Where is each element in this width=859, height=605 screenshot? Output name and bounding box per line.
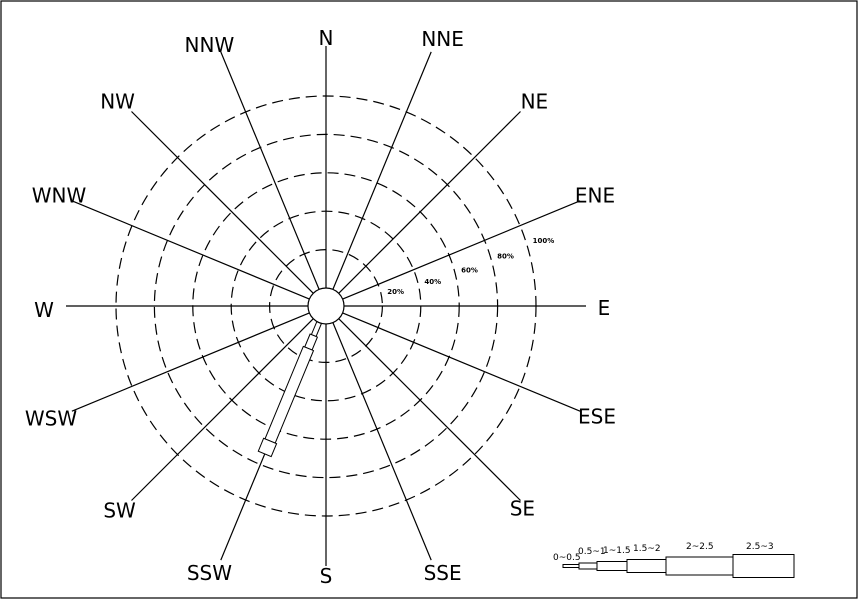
spoke-wsw xyxy=(71,312,310,412)
legend-box-4 xyxy=(626,559,667,573)
ring-label-100: 100% xyxy=(533,237,555,245)
legend-label-1: 0~0.5 xyxy=(553,553,581,563)
direction-label-sw: SW xyxy=(103,498,136,522)
direction-label-nw: NW xyxy=(100,90,135,114)
petal-segment-3 xyxy=(264,345,315,444)
direction-label-wnw: WNW xyxy=(32,183,87,207)
direction-label-nne: NNE xyxy=(421,27,464,51)
spoke-sw xyxy=(131,318,314,501)
ring-label-40: 40% xyxy=(424,278,441,286)
legend-box-5 xyxy=(665,556,734,576)
direction-label-s: S xyxy=(320,564,333,588)
spoke-sse xyxy=(332,322,432,561)
ring-label-80: 80% xyxy=(497,253,514,261)
legend-label-3: 1~1.5 xyxy=(603,546,631,556)
legend-label-4: 1.5~2 xyxy=(633,544,661,554)
legend-box-3 xyxy=(596,561,628,571)
direction-label-ssw: SSW xyxy=(187,561,232,585)
spoke-nnw xyxy=(220,51,320,290)
direction-label-ne: NE xyxy=(521,90,549,114)
direction-spokes xyxy=(66,46,586,566)
wind-petal xyxy=(257,321,323,458)
legend-label-6: 2.5~3 xyxy=(746,542,774,552)
spoke-se xyxy=(338,318,521,501)
direction-label-nnw: NNW xyxy=(185,33,235,57)
direction-label-ene: ENE xyxy=(575,183,615,207)
spoke-nw xyxy=(131,111,314,294)
legend-label-2: 0.5~1 xyxy=(578,547,606,557)
spoke-ene xyxy=(342,200,581,300)
spoke-nne xyxy=(332,51,432,290)
spoke-ese xyxy=(342,312,581,412)
direction-label-n: N xyxy=(319,26,334,50)
calm-center-circle xyxy=(307,287,345,325)
direction-label-se: SE xyxy=(510,496,535,520)
petal-segment-1 xyxy=(310,321,323,338)
percent-ring-labels: 20% 40% 60% 80% 100% xyxy=(387,237,554,296)
direction-label-wsw: WSW xyxy=(25,407,77,431)
legend-label-5: 2~2.5 xyxy=(686,542,714,552)
legend-box-1 xyxy=(562,564,580,568)
direction-label-e: E xyxy=(598,296,611,320)
legend-box-6 xyxy=(732,554,795,578)
direction-labels: N NNE NE ENE E ESE SE SSE S SSW SW WSW W WNW NW NNW xyxy=(25,26,616,588)
direction-label-ese: ESE xyxy=(578,405,616,429)
ring-label-60: 60% xyxy=(461,266,478,274)
legend-box-2 xyxy=(578,562,598,570)
spoke-ne xyxy=(338,111,521,294)
spoke-wnw xyxy=(71,200,310,300)
petal-segment-4 xyxy=(257,437,278,458)
direction-label-w: W xyxy=(34,298,54,322)
ring-label-20: 20% xyxy=(387,288,404,296)
direction-label-sse: SSE xyxy=(424,561,462,585)
